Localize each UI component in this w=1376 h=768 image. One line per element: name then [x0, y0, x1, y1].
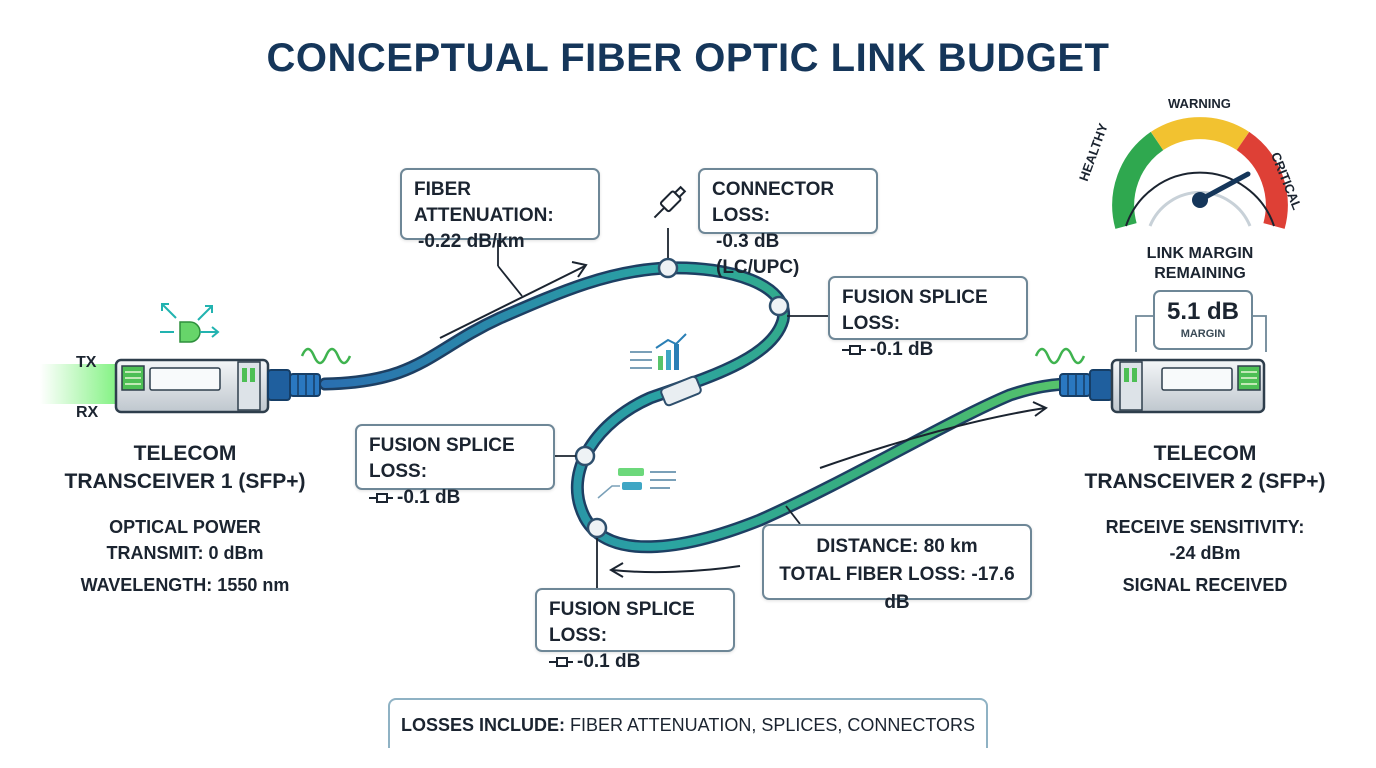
- fusion-splice-2-label: FUSION SPLICE LOSS:: [369, 435, 515, 482]
- gauge-title: LINK MARGIN REMAINING: [1110, 244, 1290, 284]
- transmit-power-line2: TRANSMIT: 0 dBm: [106, 543, 264, 563]
- gauge-title-line2: REMAINING: [1154, 265, 1246, 282]
- splice-symbol-icon: [369, 492, 393, 503]
- fusion-splice-callout-3: FUSION SPLICE LOSS: -0.1 dB: [535, 588, 735, 672]
- data-list-icon: [597, 468, 676, 499]
- splice-symbol-icon: [549, 656, 573, 667]
- fiber-attenuation-callout: FIBER ATTENUATION: -0.22 dB/km: [400, 168, 600, 252]
- transceiver-1-module: [40, 358, 321, 414]
- connector-loss-value: -0.3 dB (LC/UPC): [716, 231, 800, 278]
- splice-sleeve: [660, 375, 702, 407]
- rx-label: RX: [76, 404, 99, 421]
- transceiver-2-name-line2: TRANSCEIVER 2 (SFP+): [1084, 470, 1326, 493]
- receive-sensitivity-line1: RECEIVE SENSITIVITY:: [1105, 517, 1305, 537]
- transceiver-1-name-line2: TRANSCEIVER 1 (SFP+): [64, 470, 306, 493]
- laser-emitter-icon: [160, 303, 220, 343]
- transceiver-1-info: TELECOM TRANSCEIVER 1 (SFP+) OPTICAL POW…: [40, 440, 330, 598]
- connector-loss-label: CONNECTOR LOSS:: [712, 179, 835, 226]
- connector-loss-callout: CONNECTOR LOSS: -0.3 dB (LC/UPC): [698, 168, 878, 278]
- fusion-splice-callout-2: FUSION SPLICE LOSS: -0.1 dB: [355, 424, 555, 508]
- losses-footer: LOSSES INCLUDE: FIBER ATTENUATION, SPLIC…: [388, 698, 988, 748]
- fusion-splice-3-label: FUSION SPLICE LOSS:: [549, 599, 695, 646]
- transceiver-1-name-line1: TELECOM: [133, 442, 237, 465]
- total-fiber-loss-value: TOTAL FIBER LOSS: -17.6 dB: [779, 564, 1015, 613]
- page-title: CONCEPTUAL FIBER OPTIC LINK BUDGET: [266, 36, 1110, 80]
- fusion-splice-3-value: -0.1 dB: [577, 651, 641, 672]
- transceiver-2-info: TELECOM TRANSCEIVER 2 (SFP+) RECEIVE SEN…: [1060, 440, 1350, 598]
- connector-plug-icon: [653, 185, 687, 219]
- analytics-chart-icon: [630, 333, 687, 370]
- link-margin-sub: MARGIN: [1180, 328, 1226, 340]
- splice-points: [574, 257, 790, 539]
- transceiver-2-module: [1059, 358, 1266, 414]
- splice-symbol-icon: [842, 344, 866, 355]
- fusion-splice-1-value: -0.1 dB: [870, 339, 934, 360]
- fusion-splice-callout-1: FUSION SPLICE LOSS: -0.1 dB: [828, 276, 1028, 360]
- distance-value: DISTANCE: 80 km: [816, 536, 978, 557]
- fiber-cable: [318, 261, 1077, 554]
- receive-sensitivity-line2: -24 dBm: [1169, 543, 1241, 563]
- wavelength-value: WAVELENGTH: 1550 nm: [80, 575, 290, 595]
- leader-lines: [497, 228, 828, 588]
- footer-text: FIBER ATTENUATION, SPLICES, CONNECTORS: [564, 715, 976, 735]
- link-margin-value: 5.1 dB: [1166, 298, 1240, 325]
- fiber-attenuation-label: FIBER ATTENUATION:: [414, 179, 554, 226]
- margin-bracket: [1135, 315, 1267, 352]
- gauge-warning-label: WARNING: [1168, 96, 1231, 111]
- footer-bold-label: LOSSES INCLUDE:: [400, 715, 565, 735]
- tx-label: TX: [76, 354, 97, 371]
- direction-arrows: [439, 261, 1048, 578]
- link-margin-gauge: [1112, 117, 1288, 229]
- signal-status: SIGNAL RECEIVED: [1122, 575, 1288, 595]
- link-margin-box: 5.1 dB MARGIN: [1153, 290, 1253, 350]
- signal-wave-icon: [300, 347, 352, 365]
- gauge-title-line1: LINK MARGIN: [1146, 245, 1254, 262]
- distance-callout: DISTANCE: 80 km TOTAL FIBER LOSS: -17.6 …: [762, 524, 1032, 613]
- fusion-splice-2-value: -0.1 dB: [397, 487, 461, 508]
- signal-wave-icon-2: [1034, 347, 1086, 365]
- transceiver-2-name-line1: TELECOM: [1153, 442, 1257, 465]
- fusion-splice-1-label: FUSION SPLICE LOSS:: [842, 287, 988, 334]
- fiber-attenuation-value: -0.22 dB/km: [418, 231, 525, 252]
- transmit-power-line1: OPTICAL POWER: [109, 517, 261, 537]
